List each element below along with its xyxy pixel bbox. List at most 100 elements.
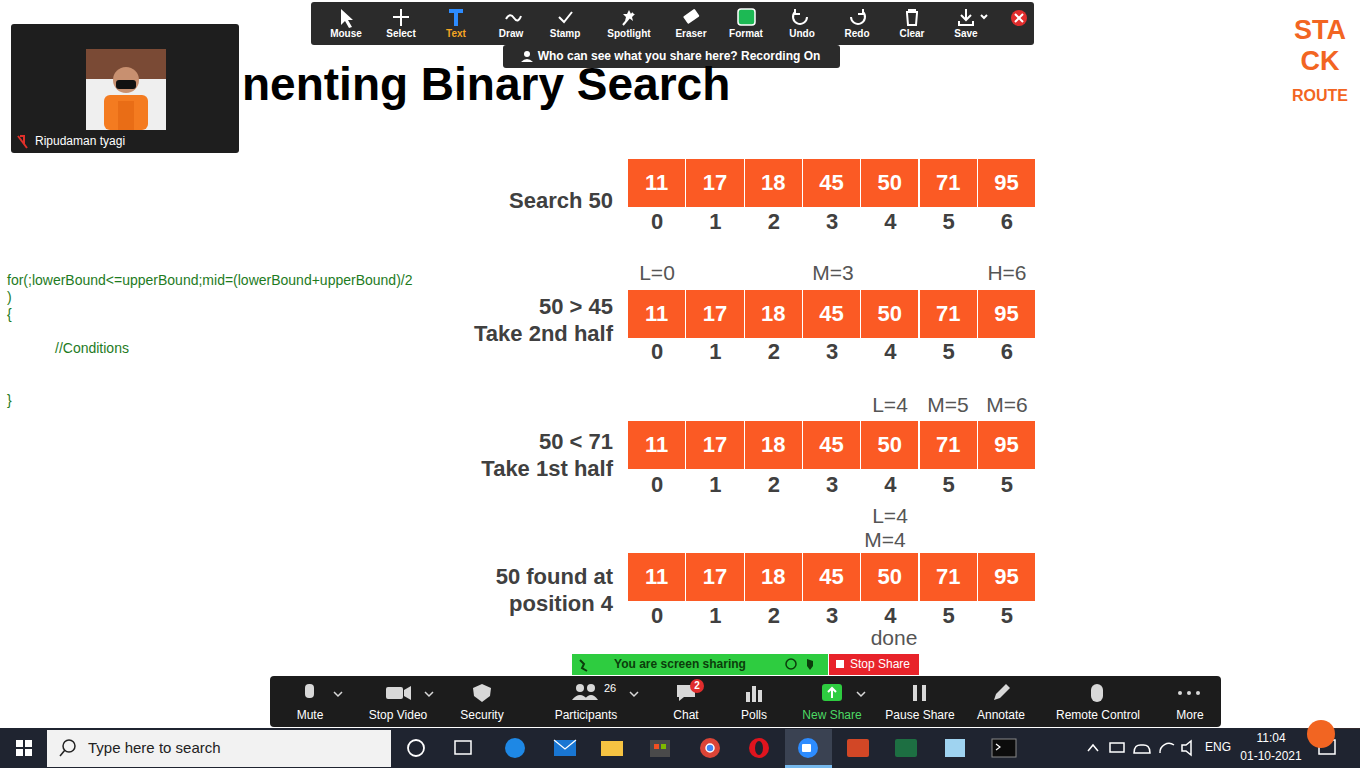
meeting-control: Chat [673,709,698,723]
toolbar-label: Save [954,28,977,40]
index-number: 5 [943,603,955,628]
cell-value: 17 [703,301,727,327]
cell-value: 17 [703,564,727,590]
cell-value: 95 [994,564,1018,590]
array-cell: 17 [686,553,744,601]
array-cell: 18 [745,290,803,338]
cell-value: 95 [994,170,1018,196]
logo-text: ROUTE [1292,87,1348,105]
toolbar-label: Text [446,28,466,40]
index-number: 5 [1001,603,1013,628]
array-cell: 95 [978,421,1036,469]
pointer-label: M=5 [927,393,968,417]
index-number: 5 [943,339,955,364]
toolbar-label: Eraser [675,28,706,40]
array-cell: 71 [920,159,978,207]
step-caption: 50 > 45 [539,294,613,319]
cell-value: 50 [878,564,902,590]
meeting-control: Polls [741,709,767,723]
index-number: 2 [768,603,780,628]
index-number: 6 [1001,209,1013,234]
toolbar-label: Clear [899,28,924,40]
taskbar-clock: 01-10-2021 [1240,750,1301,764]
toolbar-label: Spotlight [607,28,650,40]
index-number: 2 [768,472,780,497]
array-cell: 45 [803,421,861,469]
index-number: 6 [1001,339,1013,364]
participant-count: 26 [604,682,616,695]
cell-value: 45 [819,170,843,196]
cell-value: 71 [936,432,960,458]
cell-value: 50 [878,170,902,196]
array-cell: 71 [920,553,978,601]
index-number: 3 [826,603,838,628]
array-cell: 18 [745,421,803,469]
index-number: 2 [768,339,780,364]
array-cell: 11 [628,290,686,338]
cell-value: 18 [761,432,785,458]
index-number: 0 [651,339,663,364]
index-number: 1 [709,339,721,364]
array-cell: 18 [745,159,803,207]
meeting-control: Stop Video [369,709,428,723]
cell-value: 95 [994,432,1018,458]
cell-value: 71 [936,170,960,196]
index-number: 0 [651,209,663,234]
step-caption: 50 < 71 [539,429,613,454]
share-notice: Who can see what you share here? Recordi… [538,50,821,64]
taskbar-clock: 11:04 [1256,732,1285,746]
meeting-control: Annotate [977,709,1025,723]
cell-value: 50 [878,432,902,458]
index-number: 2 [768,209,780,234]
cell-value: 17 [703,170,727,196]
index-number: 4 [884,603,896,628]
meeting-control: Mute [297,709,324,723]
array-cell: 50 [861,421,919,469]
pointer-label: M=6 [986,393,1027,417]
index-number: 1 [709,603,721,628]
index-number: 0 [651,603,663,628]
array-cell: 50 [861,159,919,207]
cell-value: 50 [878,301,902,327]
index-number: 1 [709,209,721,234]
meeting-control: New Share [802,709,861,723]
cell-value: 11 [645,170,668,196]
cell-value: 11 [645,301,668,327]
cell-value: 71 [936,564,960,590]
toolbar-label: Stamp [550,28,581,40]
code-line: { [7,306,12,322]
index-number: 3 [826,339,838,364]
code-line: } [7,392,12,408]
array-cell: 50 [861,553,919,601]
cell-value: 18 [761,301,785,327]
array-cell: 17 [686,159,744,207]
array-cell: 71 [920,421,978,469]
index-number: 3 [826,472,838,497]
index-number: 0 [651,472,663,497]
index-number: 5 [943,209,955,234]
index-number: 3 [826,209,838,234]
pointer-label: L=0 [639,261,675,285]
code-line: for(;lowerBound<=upperBound;mid=(lowerBo… [7,272,413,288]
cell-value: 18 [761,170,785,196]
step-caption: Take 2nd half [474,321,613,346]
logo-text: STA [1294,15,1346,46]
index-number: 5 [943,472,955,497]
array-cell: 95 [978,290,1036,338]
toolbar-label: Redo [845,28,870,40]
cell-value: 11 [645,564,668,590]
share-status: You are screen sharing [614,658,746,672]
array-cell: 95 [978,553,1036,601]
code-line: ) [7,289,12,305]
cell-value: 18 [761,564,785,590]
index-number: 4 [884,472,896,497]
index-number: 4 [884,209,896,234]
array-cell: 45 [803,159,861,207]
toolbar-label: Undo [789,28,815,40]
taskbar-text: ENG [1205,741,1231,755]
pointer-label: M=3 [812,261,853,285]
stop-share-button: Stop Share [850,658,910,672]
code-line: //Conditions [55,340,129,356]
pointer-label: L=4 [872,504,908,528]
